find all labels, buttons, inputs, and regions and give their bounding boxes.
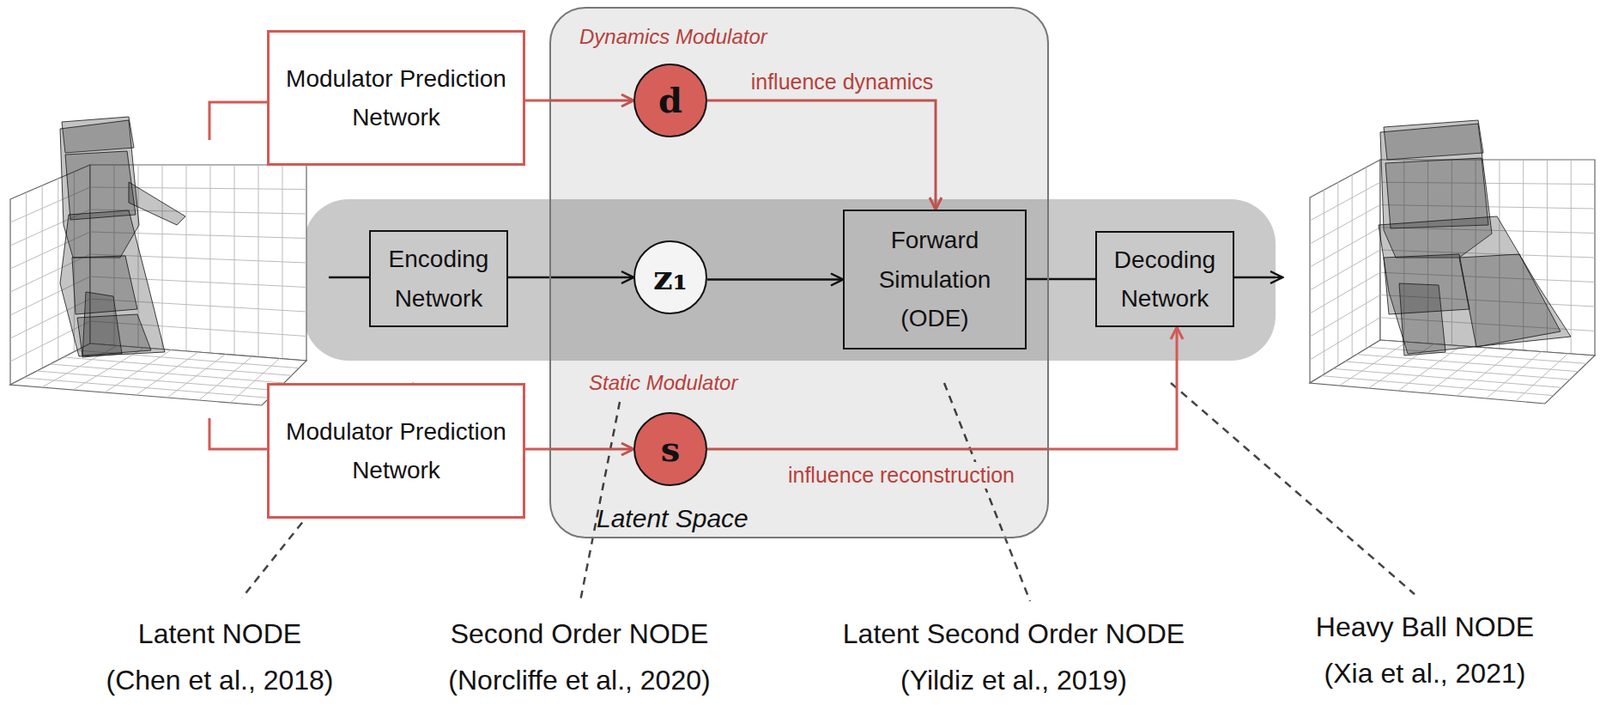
input-line xyxy=(328,276,370,279)
grid-line xyxy=(1309,205,1381,245)
decoding-box: Decoding Network xyxy=(1095,230,1235,328)
cloth-mesh xyxy=(72,255,138,315)
grid-line xyxy=(1515,353,1569,401)
red-bracket xyxy=(209,102,267,140)
grid-line xyxy=(136,351,200,395)
grid-line xyxy=(1309,249,1381,291)
box-label: Decoding Network xyxy=(1107,240,1224,319)
box-label: Encoding Network xyxy=(381,239,497,318)
symbol-text: s xyxy=(660,431,681,467)
grid-line xyxy=(1486,351,1542,400)
cloth-mesh xyxy=(1383,254,1470,315)
red-bracket xyxy=(209,418,267,449)
grid-line xyxy=(1309,272,1381,314)
region-title: Latent Space xyxy=(596,503,749,534)
cloth-mesh xyxy=(65,151,136,220)
ode-box: Forward Simulation (ODE) xyxy=(842,209,1027,350)
plot-pane xyxy=(1309,339,1595,404)
method-reference: Heavy Ball NODE (Xia et al., 2021) xyxy=(1315,604,1534,697)
output-arrow xyxy=(1234,276,1283,279)
modulator-caption: Dynamics Modulator xyxy=(579,24,768,49)
modulator-prediction-box: Modulator Prediction Network xyxy=(266,30,526,166)
symbol-text: z₁ xyxy=(653,260,688,295)
encoding-box: Encoding Network xyxy=(369,230,509,328)
box-label: Modulator Prediction Network xyxy=(276,412,517,491)
grid-line xyxy=(1309,227,1381,267)
edge-label: influence reconstruction xyxy=(784,461,1019,489)
method-reference: Latent NODE (Chen et al., 2018) xyxy=(105,611,334,704)
grid-line xyxy=(199,356,253,400)
method-reference: Latent Second Order NODE (Yildiz et al.,… xyxy=(842,611,1185,704)
modulator-prediction-box: Modulator Prediction Network xyxy=(266,382,526,519)
grid-line xyxy=(1456,349,1515,396)
dynamics-modulator-circle: d xyxy=(633,63,708,138)
grid-line xyxy=(167,354,225,399)
grid-line xyxy=(1309,295,1381,338)
method-reference: Second Order NODE (Norcliffe et al., 202… xyxy=(448,611,710,704)
grid-line xyxy=(104,350,172,394)
static-modulator-circle: s xyxy=(633,412,708,486)
box-label: Forward Simulation (ODE) xyxy=(864,220,1007,338)
cloth-mesh xyxy=(77,314,152,356)
cloth-figure-left xyxy=(10,116,307,406)
box-label: Modulator Prediction Network xyxy=(276,59,517,138)
grid-line xyxy=(1309,181,1381,221)
grid-line xyxy=(1427,347,1488,394)
symbol-text: d xyxy=(658,83,683,118)
cloth-figure-right xyxy=(1309,120,1595,404)
edge-label: influence dynamics xyxy=(747,68,938,96)
modulator-caption: Static Modulator xyxy=(588,370,738,395)
cloth-mesh xyxy=(128,181,186,225)
latent-state-circle: z₁ xyxy=(633,240,708,315)
cloth-mesh xyxy=(1459,254,1561,347)
plot-pane xyxy=(10,343,307,406)
cloth-mesh xyxy=(60,210,165,357)
grid-line xyxy=(1339,341,1407,386)
